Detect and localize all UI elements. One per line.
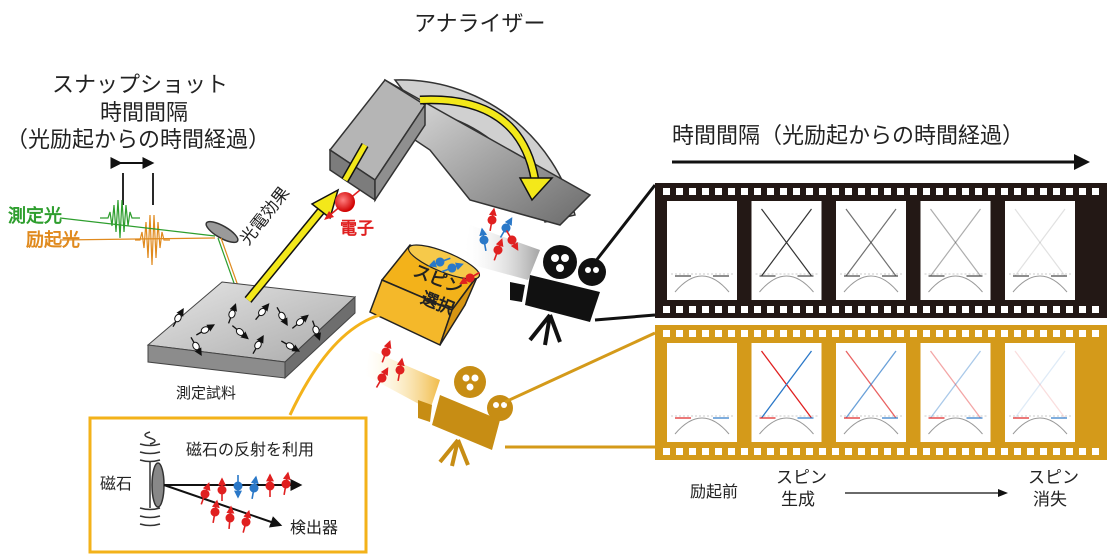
filter-spin — [459, 271, 480, 285]
probe-beam — [59, 217, 216, 237]
selected-spin — [375, 367, 389, 388]
film-frame — [667, 343, 737, 442]
selected-spin — [381, 340, 392, 363]
sample-spins — [172, 303, 321, 357]
inset-spin — [281, 471, 291, 495]
time-arrow — [672, 154, 1090, 170]
inset-spins — [200, 471, 291, 533]
sample-spin — [227, 303, 237, 324]
inset-spin — [249, 475, 259, 499]
probe-pulse — [100, 199, 140, 239]
timeline-before-label: 励起前 — [690, 482, 739, 501]
inset-spin — [241, 509, 252, 533]
timeline-spin-gen-line1: スピン — [776, 468, 827, 488]
connector-black-bottom — [594, 313, 656, 322]
connector-gold-top — [504, 331, 656, 404]
sample-block — [146, 281, 357, 380]
spin-select-filter — [369, 244, 481, 347]
sample-spin — [172, 307, 184, 327]
film-frame — [836, 201, 906, 300]
sample-spin — [291, 314, 309, 329]
filter-spins — [428, 257, 480, 285]
inset-spin — [225, 505, 235, 530]
film-strip-gold — [655, 325, 1107, 460]
sample-spin — [281, 340, 301, 352]
inset-link — [288, 313, 381, 416]
inset-reflection-label: 磁石の反射を利用 — [186, 440, 315, 459]
inset-box — [88, 416, 368, 554]
inset-spin — [217, 477, 227, 501]
sample-spin — [196, 324, 216, 336]
pump-pulse — [135, 214, 170, 266]
film-frame — [751, 201, 822, 300]
snapshot-line1: スナップショット — [52, 73, 229, 98]
analyzer-label: アナライザー — [414, 12, 546, 37]
inset-detector-label: 検出器 — [290, 518, 339, 537]
analyzer-spin — [505, 230, 519, 251]
spin-timeline-arrow — [845, 489, 1008, 497]
analyzer-spin — [499, 217, 513, 238]
mirror — [205, 220, 239, 244]
filter-spin — [441, 262, 464, 273]
inset-spin — [233, 475, 243, 499]
sample-spin — [255, 303, 270, 321]
pump-light-label: 励起光 — [26, 230, 80, 251]
time-interval-label: 時間間隔（光励起からの時間経過） — [672, 124, 1025, 149]
snapshot-line3: （光励起からの時間経過） — [6, 128, 271, 153]
electron — [324, 189, 361, 220]
film-frame — [920, 343, 991, 442]
inset-spin — [210, 499, 220, 523]
film-frame — [751, 343, 822, 442]
probe-light-label: 測定光 — [8, 206, 62, 227]
film-frame — [1005, 343, 1075, 442]
analyzer — [328, 78, 592, 226]
pump-beam — [59, 237, 216, 241]
connector-black-top — [593, 184, 657, 263]
sample-spin — [276, 307, 288, 327]
analyzer-spin — [479, 227, 489, 251]
sample-spin — [252, 334, 264, 354]
selected-spin — [395, 357, 405, 381]
inset-magnet-label: 磁石 — [100, 474, 133, 493]
analyzer-spins — [479, 207, 519, 261]
sample-label: 測定試料 — [176, 384, 237, 402]
film-strip-black — [655, 183, 1107, 318]
sample-spin — [190, 337, 202, 357]
analyzer-spin — [493, 238, 504, 261]
selected-spins — [375, 340, 405, 388]
electron-label: 電子 — [340, 219, 374, 239]
snapshot-line2: 時間間隔 — [100, 101, 189, 126]
sample-spin — [231, 325, 249, 340]
film-frame — [1005, 201, 1075, 300]
film-frame — [667, 201, 737, 300]
timeline-spin-vanish-line2: 消失 — [1033, 490, 1067, 510]
timeline-spin-gen-line2: 生成 — [781, 490, 815, 510]
sample-spin — [311, 320, 321, 341]
film-frame — [920, 201, 991, 300]
analyzer-spin — [487, 207, 497, 231]
filter-spin — [428, 257, 451, 268]
inset-spin — [200, 482, 211, 505]
photoelectric-arrow — [244, 188, 340, 303]
film-frame — [836, 343, 906, 442]
interval-marker — [110, 157, 155, 205]
camera-gold — [365, 350, 513, 467]
timeline-spin-vanish-line1: スピン — [1028, 468, 1079, 488]
inset-spin — [265, 473, 275, 497]
